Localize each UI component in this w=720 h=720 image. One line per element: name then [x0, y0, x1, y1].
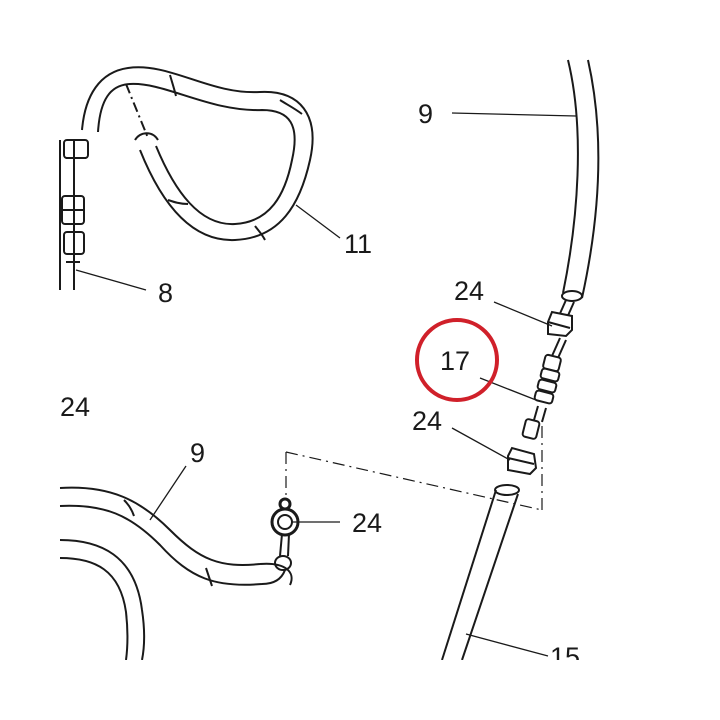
highlight-circle	[415, 318, 499, 402]
clip-24-ring	[270, 497, 300, 557]
clip-24-mid	[507, 446, 538, 476]
label-24-ring: 24	[352, 508, 382, 538]
hose-8	[59, 139, 89, 290]
label-24-left: 24	[60, 392, 90, 422]
assembly-lines	[285, 420, 543, 511]
hose-9-bottom	[59, 486, 293, 661]
bottom-crop	[0, 660, 720, 720]
label-9-bottom: 9	[190, 438, 205, 468]
pipe-15	[441, 484, 520, 661]
leader-lines	[75, 112, 577, 657]
clip-24-upper	[547, 310, 573, 338]
label-8: 8	[158, 278, 173, 308]
connector-17	[521, 353, 562, 440]
label-17: 17	[440, 346, 470, 376]
label-11: 11	[344, 229, 372, 259]
label-9-top: 9	[418, 99, 433, 129]
hose-11	[81, 66, 314, 242]
hose-9-top	[561, 59, 600, 302]
label-24-upper: 24	[454, 276, 484, 306]
label-24-mid: 24	[412, 406, 442, 436]
